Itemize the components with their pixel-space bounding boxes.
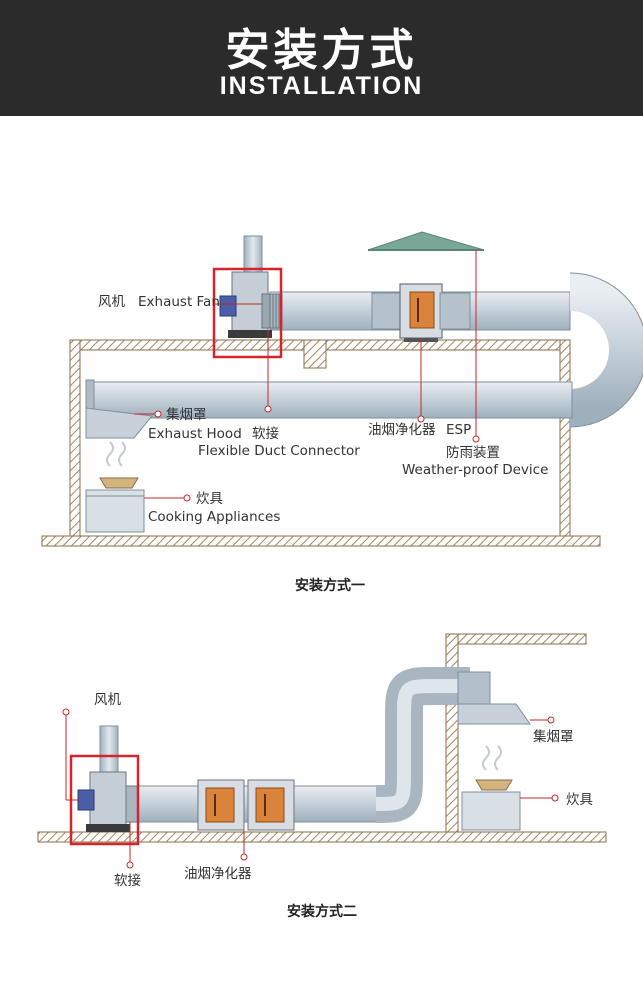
diagram-1-svg: 风机 Exhaust Fan 集烟罩 Exhaust Hood 软接 Flexi…: [41, 231, 643, 594]
esp-unit: [371, 283, 471, 342]
exhaust-fan: [219, 235, 275, 338]
label-connector-zh: 软接: [252, 425, 279, 442]
label-fan-zh: 风机: [98, 294, 125, 310]
cooking-appliance: [461, 745, 521, 831]
label-fan-en: Exhaust Fan: [138, 294, 220, 310]
exhaust-hood: [85, 407, 153, 439]
label-esp-zh: 油烟净化器: [184, 866, 252, 882]
label-esp-zh: 油烟净化器: [368, 422, 436, 438]
label-cooking-zh: 炊具: [196, 491, 223, 507]
esp-unit-2: [247, 779, 295, 831]
label-hood-en: Exhaust Hood: [148, 426, 242, 442]
fan-highlight-box: [212, 267, 283, 359]
page-subtitle: INSTALLATION: [219, 72, 424, 100]
building-wall: [41, 339, 601, 547]
exhaust-hood: [457, 703, 531, 725]
installation-diagram-2: 风机 集烟罩 炊具 软接 油烟净化器 安装方式二: [0, 600, 643, 1000]
label-connector-en: Flexible Duct Connector: [198, 443, 360, 459]
installation-diagram-1: 风机 Exhaust Fan 集烟罩 Exhaust Hood 软接 Flexi…: [0, 116, 643, 600]
page-title: 安装方式: [225, 25, 418, 76]
callout-lines: [62, 708, 559, 869]
diagram-1-caption: 安装方式一: [295, 577, 365, 594]
label-fan-zh: 风机: [94, 692, 121, 708]
label-cooking-zh: 炊具: [566, 792, 593, 808]
label-hood-zh: 集烟罩: [533, 729, 574, 745]
header-banner: 安装方式 INSTALLATION: [0, 0, 643, 116]
diagram-2-caption: 安装方式二: [287, 903, 357, 920]
weather-proof-cap: [367, 231, 485, 251]
ceiling-duct: [85, 379, 573, 421]
label-connector-zh: 软接: [114, 872, 141, 889]
esp-unit-1: [197, 779, 245, 831]
diagram-2-svg: 风机 集烟罩 炊具 软接 油烟净化器 安装方式二: [37, 633, 607, 920]
callout-lines: [134, 250, 480, 502]
label-weather-en: Weather-proof Device: [402, 462, 548, 478]
exhaust-fan: [77, 725, 139, 832]
duct-run: [137, 667, 491, 823]
label-weather-zh: 防雨装置: [446, 445, 500, 461]
label-esp-en: ESP: [446, 422, 471, 438]
label-cooking-en: Cooking Appliances: [148, 509, 280, 525]
cooking-appliance: [85, 441, 145, 533]
label-hood-zh: 集烟罩: [166, 407, 207, 423]
